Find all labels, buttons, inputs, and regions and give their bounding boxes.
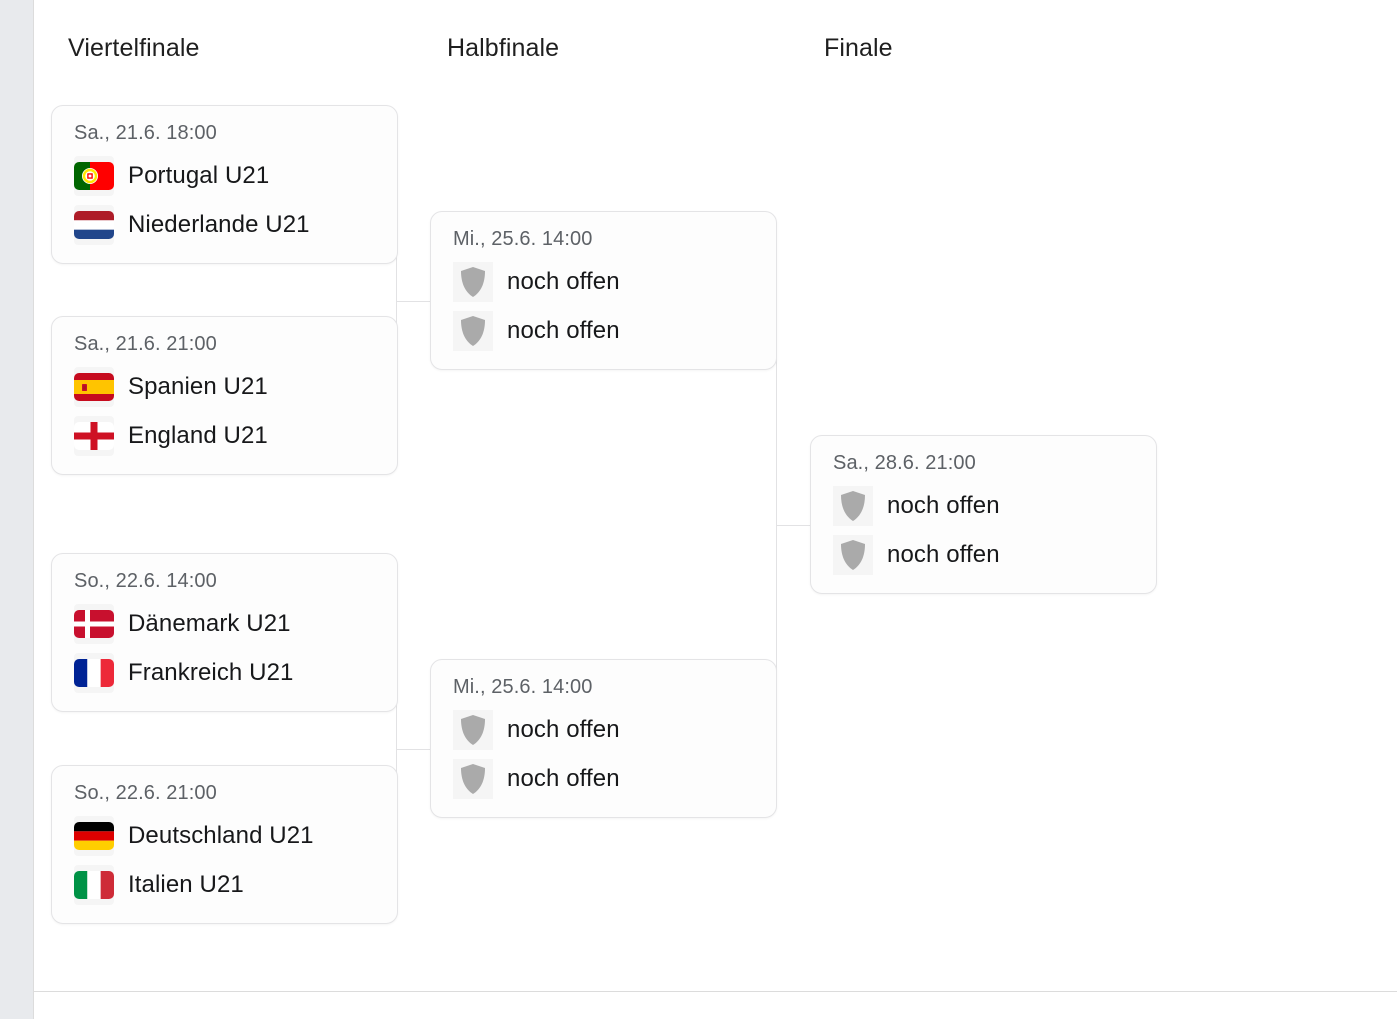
match-date: Sa., 28.6. 21:00 bbox=[833, 452, 976, 474]
team-row[interactable]: noch offen bbox=[833, 530, 1138, 579]
flag-portugal-icon bbox=[74, 155, 114, 196]
shield-placeholder-icon bbox=[833, 485, 873, 526]
team-name: Frankreich U21 bbox=[128, 658, 294, 686]
team-row[interactable]: Frankreich U21 bbox=[74, 648, 379, 697]
team-name: Portugal U21 bbox=[128, 161, 270, 189]
shield-placeholder-icon bbox=[453, 709, 493, 750]
connector-stub-sf1 bbox=[397, 301, 431, 302]
flag-netherlands-icon bbox=[74, 204, 114, 245]
team-name: Dänemark U21 bbox=[128, 609, 291, 637]
team-row[interactable]: noch offen bbox=[833, 481, 1138, 530]
match-card-semifinal-2[interactable]: Mi., 25.6. 14:00 noch offen noch offen bbox=[430, 659, 777, 818]
match-date: Sa., 21.6. 21:00 bbox=[74, 333, 217, 355]
match-card-quarterfinal-2[interactable]: Sa., 21.6. 21:00 Spanien U21 bbox=[51, 316, 398, 475]
round-header-final: Finale bbox=[824, 34, 893, 62]
match-date: Mi., 25.6. 14:00 bbox=[453, 676, 593, 698]
team-name: Italien U21 bbox=[128, 870, 244, 898]
match-card-final[interactable]: Sa., 28.6. 21:00 noch offen noch offen bbox=[810, 435, 1157, 594]
match-card-semifinal-1[interactable]: Mi., 25.6. 14:00 noch offen noch offen bbox=[430, 211, 777, 370]
team-name: Niederlande U21 bbox=[128, 210, 310, 238]
team-row[interactable]: noch offen bbox=[453, 705, 758, 754]
bottom-horizontal-divider bbox=[34, 991, 1397, 992]
match-date: Sa., 21.6. 18:00 bbox=[74, 122, 217, 144]
match-card-quarterfinal-1[interactable]: Sa., 21.6. 18:00 Portugal U21 bbox=[51, 105, 398, 264]
match-card-quarterfinal-3[interactable]: So., 22.6. 14:00 Dänemark U21 bbox=[51, 553, 398, 712]
left-vertical-divider bbox=[33, 0, 34, 1019]
team-name: noch offen bbox=[887, 491, 1000, 519]
match-date: So., 22.6. 14:00 bbox=[74, 570, 217, 592]
team-name: Spanien U21 bbox=[128, 372, 268, 400]
team-name: noch offen bbox=[507, 764, 620, 792]
team-name: noch offen bbox=[507, 715, 620, 743]
team-row[interactable]: Dänemark U21 bbox=[74, 599, 379, 648]
team-row[interactable]: England U21 bbox=[74, 411, 379, 460]
team-name: noch offen bbox=[887, 540, 1000, 568]
round-header-quarterfinal: Viertelfinale bbox=[68, 34, 200, 62]
flag-italy-icon bbox=[74, 864, 114, 905]
flag-england-icon bbox=[74, 415, 114, 456]
bracket-canvas: Viertelfinale Halbfinale Finale Sa., 21.… bbox=[34, 0, 1397, 991]
flag-germany-icon bbox=[74, 815, 114, 856]
shield-placeholder-icon bbox=[833, 534, 873, 575]
shield-placeholder-icon bbox=[453, 758, 493, 799]
flag-spain-icon bbox=[74, 366, 114, 407]
flag-france-icon bbox=[74, 652, 114, 693]
match-date: So., 22.6. 21:00 bbox=[74, 782, 217, 804]
shield-placeholder-icon bbox=[453, 261, 493, 302]
connector-stub-final bbox=[777, 525, 811, 526]
team-row[interactable]: Deutschland U21 bbox=[74, 811, 379, 860]
round-header-semifinal: Halbfinale bbox=[447, 34, 560, 62]
match-card-quarterfinal-4[interactable]: So., 22.6. 21:00 Deutschland U21 bbox=[51, 765, 398, 924]
team-row[interactable]: Portugal U21 bbox=[74, 151, 379, 200]
team-name: England U21 bbox=[128, 421, 268, 449]
team-row[interactable]: Spanien U21 bbox=[74, 362, 379, 411]
team-row[interactable]: noch offen bbox=[453, 306, 758, 355]
team-row[interactable]: Italien U21 bbox=[74, 860, 379, 909]
connector-stub-sf2 bbox=[397, 749, 431, 750]
flag-denmark-icon bbox=[74, 603, 114, 644]
team-row[interactable]: Niederlande U21 bbox=[74, 200, 379, 249]
team-row[interactable]: noch offen bbox=[453, 754, 758, 803]
shield-placeholder-icon bbox=[453, 310, 493, 351]
team-name: Deutschland U21 bbox=[128, 821, 314, 849]
left-gutter bbox=[0, 0, 33, 1019]
team-name: noch offen bbox=[507, 267, 620, 295]
match-date: Mi., 25.6. 14:00 bbox=[453, 228, 593, 250]
team-row[interactable]: noch offen bbox=[453, 257, 758, 306]
team-name: noch offen bbox=[507, 316, 620, 344]
